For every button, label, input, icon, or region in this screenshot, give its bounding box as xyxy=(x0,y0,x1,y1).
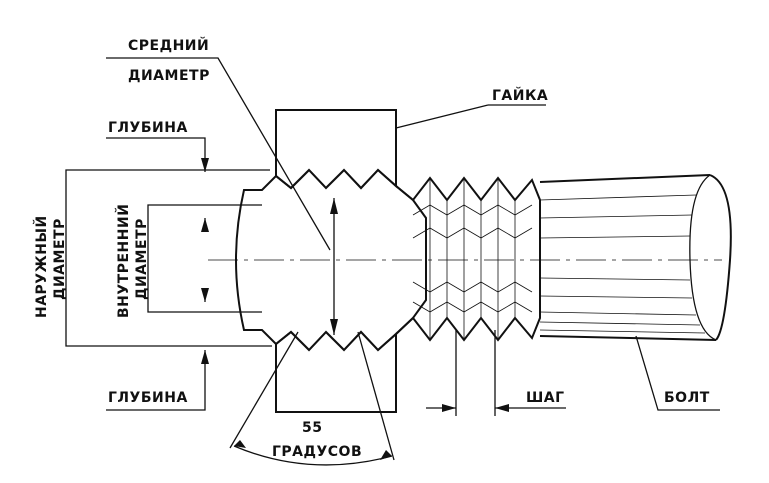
outer-diameter-label-1: НАРУЖНЫЙ xyxy=(33,215,50,318)
depth-top-label: ГЛУБИНА xyxy=(108,120,188,136)
bolt-label: БОЛТ xyxy=(664,390,710,406)
inner-diameter-dimension xyxy=(147,204,262,313)
inner-diameter-label-1: ВНУТРЕННИЙ xyxy=(115,204,132,318)
nut-label: ГАЙКА xyxy=(492,87,548,104)
depth-top-dimension xyxy=(106,137,209,232)
outer-diameter-dimension xyxy=(65,169,272,347)
depth-bottom-dimension xyxy=(106,288,209,411)
depth-bottom-label: ГЛУБИНА xyxy=(108,390,188,406)
angle-unit-label: ГРАДУСОВ xyxy=(272,444,362,460)
angle-dimension xyxy=(229,331,395,466)
bolt-threads xyxy=(395,176,541,342)
nut-bottom-section xyxy=(275,330,397,413)
middle-diameter-label-1: СРЕДНИЙ xyxy=(128,37,209,54)
inner-diameter-label-2: ДИАМЕТР xyxy=(134,218,150,300)
nut-leader xyxy=(395,104,489,129)
nut-top-section xyxy=(275,109,397,190)
pitch-label: ШАГ xyxy=(526,390,565,406)
middle-diameter-dimension xyxy=(106,57,338,335)
pitch-dimension xyxy=(426,330,566,416)
bolt-shank xyxy=(539,174,732,341)
middle-diameter-label-2: ДИАМЕТР xyxy=(128,68,210,84)
bolt-leader xyxy=(635,335,720,411)
outer-diameter-label-2: ДИАМЕТР xyxy=(52,218,68,300)
angle-value-label: 55 xyxy=(302,420,322,436)
bolt-section xyxy=(235,168,427,352)
